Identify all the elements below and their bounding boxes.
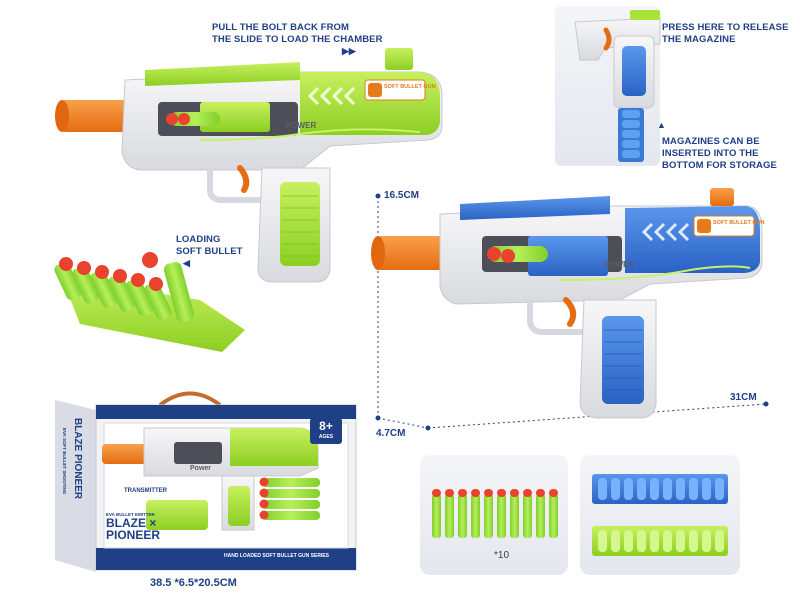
magazine-release-detail xyxy=(555,6,661,166)
bolt-caption-line1: PULL THE BOLT BACK FROM xyxy=(212,22,350,33)
age-badge-label: AGES xyxy=(318,434,334,440)
box-transmitter-text: TRANSMITTER xyxy=(124,488,167,494)
box-dimension: 38.5 *6.5*20.5CM xyxy=(150,577,237,589)
box-brand-top: EVA BULLET EMITTER xyxy=(106,512,155,517)
height-dimension: 16.5CM xyxy=(384,190,420,201)
retail-box xyxy=(55,391,357,572)
magazine-caption-line3: BOTTOM FOR STORAGE xyxy=(662,160,777,171)
loading-caption-line1: LOADING xyxy=(176,234,221,245)
box-brand-line1: BLAZE × xyxy=(106,517,160,529)
release-caption-line1: PRESS HERE TO RELEASE xyxy=(662,22,789,33)
green-blaster xyxy=(55,48,443,283)
box-brand-line1-text: BLAZE xyxy=(106,516,146,530)
box-side-text: BLAZE PIONEER xyxy=(72,418,83,500)
bolt-arrows-icon: ▶▶ xyxy=(342,46,356,56)
magazine-caption-line1: MAGAZINES CAN BE xyxy=(662,136,760,147)
loading-caption: LOADING SOFT BULLET xyxy=(176,234,266,258)
age-badge-number: 8+ xyxy=(319,419,333,433)
bolt-caption: PULL THE BOLT BACK FROM THE SLIDE TO LOA… xyxy=(212,22,402,46)
magazine-arrow-icon: ▲ xyxy=(657,120,666,130)
green-gun-power-text: POWER xyxy=(286,121,317,130)
box-tagline: HAND LOADED SOFT BULLET GUN SERIES xyxy=(224,553,330,559)
box-brand-line2: PIONEER xyxy=(106,528,161,542)
width-dimension: 4.7CM xyxy=(376,428,406,439)
box-side-sub: EVA SOFT BULLET SHOOTING xyxy=(62,428,67,495)
green-gun-label: SOFT BULLET GUN xyxy=(384,84,436,90)
release-caption-line2: THE MAGAZINE xyxy=(662,34,736,45)
blue-gun-power-text: POWER xyxy=(604,260,635,269)
accessory-panels xyxy=(420,455,740,575)
box-power-text: Power xyxy=(190,465,212,472)
box-brand: EVA BULLET EMITTER BLAZE × PIONEER xyxy=(106,512,160,541)
box-side-brand: BLAZE PIONEER EVA SOFT BULLET SHOOTING xyxy=(60,408,96,558)
dart-count: *10 xyxy=(494,550,510,561)
box-brand-x: × xyxy=(149,516,157,530)
age-badge: 8+ AGES xyxy=(310,418,342,444)
bolt-caption-line2: THE SLIDE TO LOAD THE CHAMBER xyxy=(212,34,383,45)
length-dimension: 31CM xyxy=(730,392,757,403)
loading-arrow-icon: ◀ xyxy=(183,258,190,268)
magazine-caption: MAGAZINES CAN BE INSERTED INTO THE BOTTO… xyxy=(662,136,792,172)
blue-gun-label: SOFT BULLET GUN xyxy=(713,220,765,226)
loading-caption-line2: SOFT BULLET xyxy=(176,246,243,257)
magazine-caption-line2: INSERTED INTO THE xyxy=(662,148,759,159)
blue-blaster xyxy=(371,188,769,431)
green-magazine-loaded xyxy=(54,252,245,352)
release-caption: PRESS HERE TO RELEASE THE MAGAZINE xyxy=(662,22,792,46)
